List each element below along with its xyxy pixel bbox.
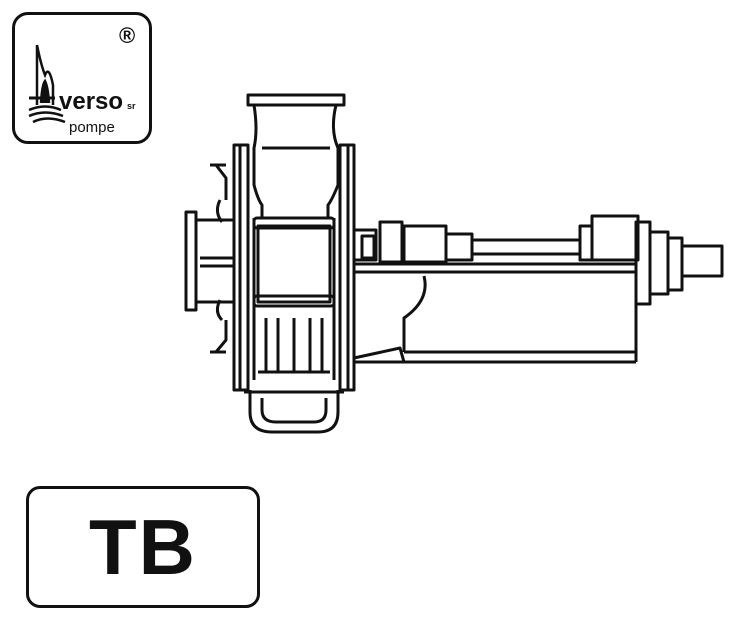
logo-wordmark: verso [59, 88, 123, 115]
model-badge: TB [26, 486, 260, 608]
logo-suffix: sr [127, 101, 136, 111]
brand-logo-artwork: ® verso sr pompe [28, 23, 136, 136]
registered-mark: ® [119, 23, 135, 48]
flame-wave-icon [28, 44, 66, 124]
model-label: TB [89, 502, 197, 591]
logo-subtitle: pompe [69, 119, 115, 136]
brand-logo: ® verso sr pompe [12, 12, 152, 144]
